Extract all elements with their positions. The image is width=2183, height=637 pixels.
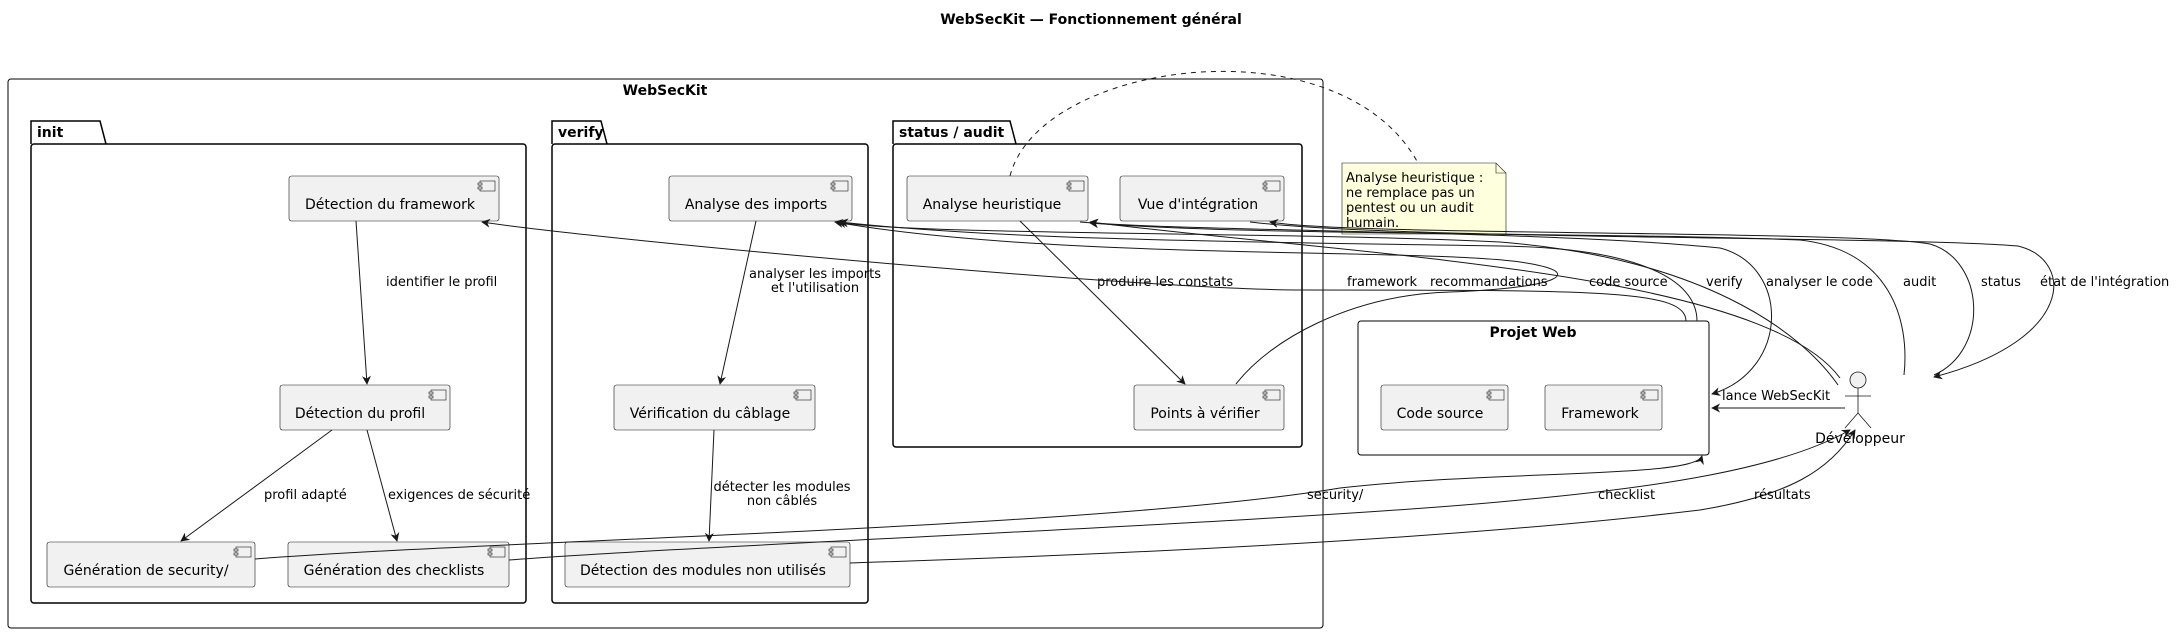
edge-label-security-dir: security/ — [1307, 488, 1364, 503]
component-integration-view: Vue d'intégration — [1119, 175, 1285, 222]
edge-actor-audit — [1089, 219, 1906, 376]
actor-developer: Développeur — [1815, 371, 1905, 447]
edge-label-analyze-code: analyser le code — [1766, 275, 1873, 290]
note-line-4: humain. — [1346, 216, 1399, 231]
component-checklists-generation-label: Génération des checklists — [304, 563, 485, 579]
note: Analyse heuristique : ne remplace pas un… — [1341, 162, 1507, 235]
component-source-code-label: Code source — [1397, 406, 1484, 422]
edge-label-audit: audit — [1903, 275, 1936, 290]
edge-profile-to-security — [180, 429, 333, 542]
init-package: init — [30, 120, 527, 604]
websec-container-label: WebSecKit — [623, 83, 708, 99]
init-package-label: init — [37, 125, 64, 141]
edge-integration-to-actor — [1249, 221, 2055, 380]
component-framework-detection: Détection du framework — [288, 175, 500, 222]
component-heuristic-analysis-label: Analyse heuristique — [923, 197, 1062, 213]
edge-actor-status — [1269, 218, 1975, 376]
edge-projet-to-framework-detection — [481, 218, 1687, 322]
component-wiring-check-label: Vérification du câblage — [630, 406, 790, 422]
edge-security-to-projet — [254, 455, 1704, 560]
component-checklists-generation: Génération des checklists — [287, 541, 510, 588]
edge-label-adapted-profile: profil adapté — [264, 488, 347, 503]
component-security-generation-label: Génération de security/ — [63, 563, 228, 579]
projet-web-label: Projet Web — [1489, 325, 1576, 341]
edge-actor-verify — [837, 219, 1839, 386]
component-imports-analysis-label: Analyse des imports — [685, 197, 827, 213]
component-integration-view-label: Vue d'intégration — [1138, 197, 1258, 213]
note-line-3: pentest ou un audit — [1346, 201, 1474, 216]
status-audit-package-label: status / audit — [899, 125, 1005, 141]
edge-profile-to-checklists — [366, 429, 400, 542]
component-unused-modules: Détection des modules non utilisés — [564, 541, 851, 588]
edge-label-recommendations: recommandations — [1430, 275, 1548, 290]
edge-label-security-requirements: exigences de sécurité — [388, 488, 530, 503]
component-framework: Framework — [1544, 384, 1663, 431]
component-imports-analysis: Analyse des imports — [668, 175, 853, 222]
edge-framework-to-profile — [355, 220, 371, 385]
component-heuristic-analysis: Analyse heuristique — [906, 175, 1089, 222]
edge-label-results: résultats — [1754, 488, 1811, 503]
note-line-1: Analyse heuristique : — [1346, 171, 1483, 186]
edge-label-integration-state: état de l'intégration — [2040, 275, 2169, 290]
edge-label-analyze-imports-1: analyser les imports — [749, 267, 881, 282]
edge-heuristic-to-points — [1019, 220, 1186, 385]
diagram-title: WebSecKit — Fonctionnement général — [940, 12, 1242, 28]
component-framework-label: Framework — [1561, 406, 1639, 422]
component-framework-detection-label: Détection du framework — [305, 197, 476, 213]
component-source-code: Code source — [1380, 384, 1509, 431]
note-connector — [1009, 70, 1419, 177]
verify-package-label: verify — [558, 125, 604, 141]
component-points-to-check-label: Points à vérifier — [1150, 406, 1260, 422]
edge-heuristic-to-projet — [1079, 221, 1772, 396]
component-unused-modules-label: Détection des modules non utilisés — [580, 563, 826, 579]
edge-label-checklist: checklist — [1598, 488, 1655, 503]
edge-label-detect-unwired-1: détecter les modules — [713, 480, 850, 495]
edge-label-launch: lance WebSecKit — [1722, 389, 1830, 404]
edge-label-source-code: code source — [1589, 275, 1668, 290]
edge-label-verify: verify — [1706, 275, 1743, 290]
actor-head — [1849, 371, 1867, 389]
edge-imports-to-wiring — [717, 220, 757, 385]
edge-label-framework: framework — [1347, 275, 1417, 290]
actor-developer-label: Développeur — [1815, 431, 1905, 447]
edge-wiring-to-unused — [704, 429, 715, 542]
component-profile-detection: Détection du profil — [279, 384, 451, 431]
edge-projet-to-imports — [839, 218, 1698, 322]
edge-label-detect-unwired-2: non câblés — [747, 494, 818, 509]
edge-unused-to-actor — [849, 429, 1856, 564]
edge-label-status: status — [1981, 275, 2021, 290]
component-wiring-check: Vérification du câblage — [613, 384, 816, 431]
edge-label-analyze-imports-2: et l'utilisation — [771, 281, 859, 296]
component-profile-detection-label: Détection du profil — [295, 406, 425, 422]
verify-package: verify — [551, 120, 869, 604]
edge-checklists-to-actor — [508, 429, 1851, 561]
edge-actor-analyze-code — [1089, 218, 1841, 379]
component-points-to-check: Points à vérifier — [1133, 384, 1285, 431]
edge-points-to-imports — [834, 218, 1558, 385]
edge-label-identify-profile: identifier le profil — [386, 275, 497, 290]
component-security-generation: Génération de security/ — [46, 541, 256, 588]
note-line-2: ne remplace pas un — [1346, 186, 1475, 201]
